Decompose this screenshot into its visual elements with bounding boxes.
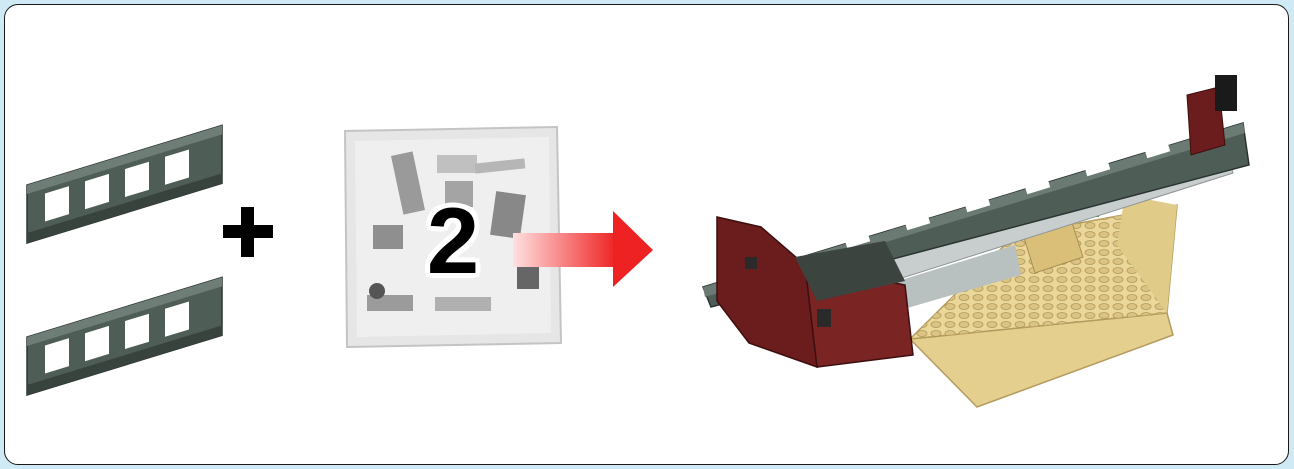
rail-track-piece-1 xyxy=(27,125,222,243)
bag-number-label: 2 xyxy=(407,191,499,291)
plus-icon xyxy=(223,205,277,259)
rail-track-piece-2 xyxy=(27,277,222,395)
step-illustration xyxy=(5,5,1288,464)
assembled-model xyxy=(703,75,1249,407)
instruction-step-panel: 2 xyxy=(4,4,1289,465)
